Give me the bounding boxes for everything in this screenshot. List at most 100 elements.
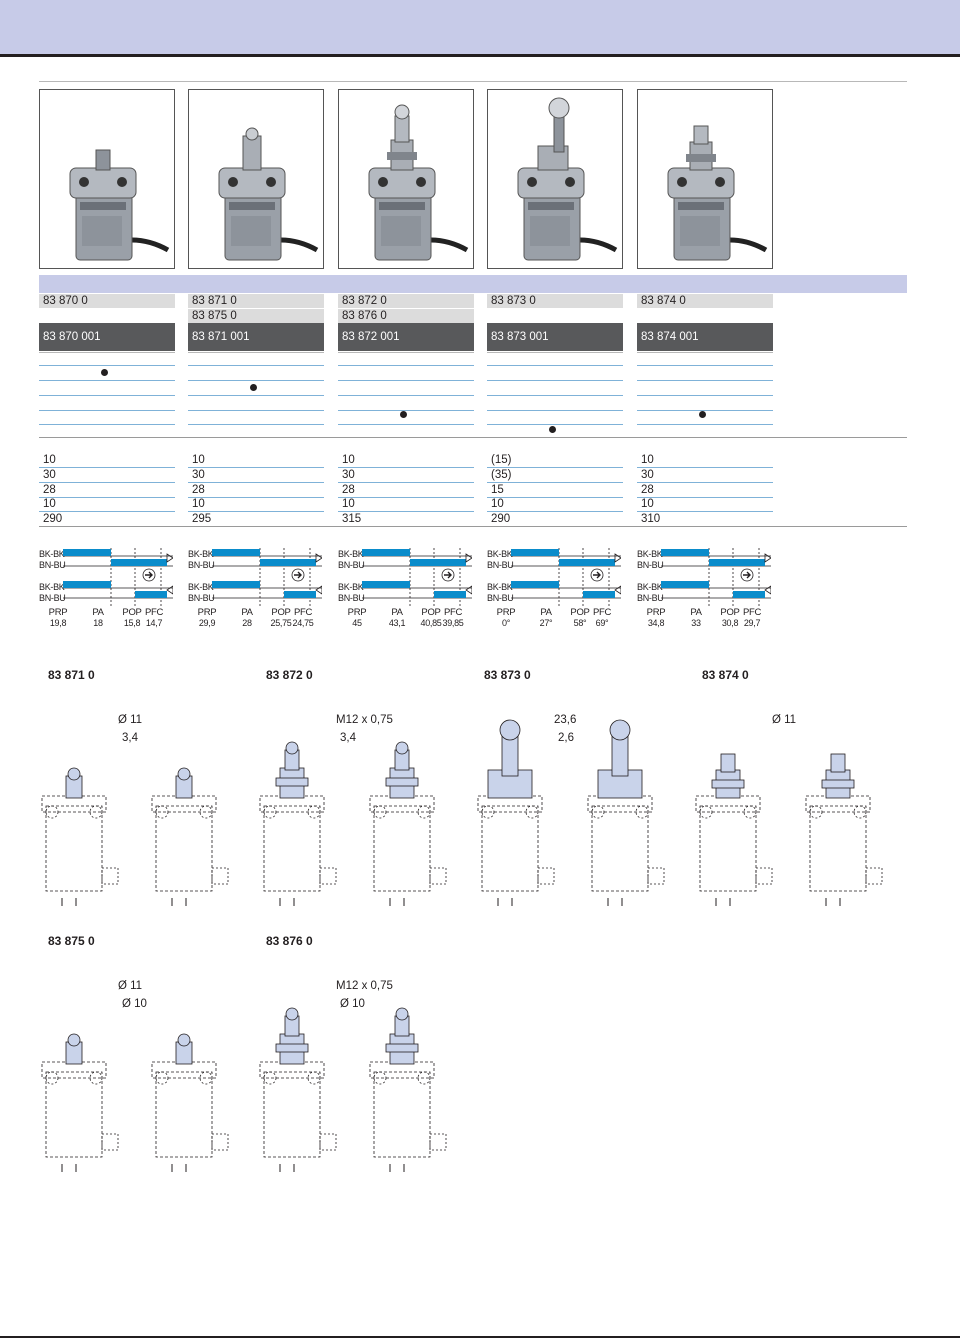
spec-value: 30	[43, 469, 56, 481]
point-value: 34,8	[647, 618, 665, 628]
contact-bar	[63, 549, 111, 556]
row-line	[39, 380, 175, 381]
no-triangle-icon	[166, 585, 173, 595]
row-rule	[487, 352, 623, 353]
contact-bar	[284, 591, 316, 598]
variant-number: 83 870 001	[39, 323, 175, 351]
spec-value: 28	[342, 484, 355, 496]
point-value: 30,8	[721, 618, 739, 628]
contact-bar	[362, 549, 410, 556]
row-line	[188, 380, 324, 381]
wire-label: BK-BK	[39, 582, 65, 592]
contact-bar	[661, 549, 709, 556]
switching-diagram	[362, 548, 472, 606]
switching-diagram	[63, 548, 173, 606]
row-line	[637, 511, 773, 512]
spec-value: 30	[192, 469, 205, 481]
header-band	[0, 0, 960, 57]
bottom-rule	[0, 1336, 960, 1338]
section-rule	[39, 526, 907, 527]
nc-triangle-icon	[465, 553, 472, 563]
dimension-label: 23,6	[554, 714, 577, 726]
point-value: 15,8	[123, 618, 141, 628]
row-line	[637, 424, 773, 425]
row-line	[188, 395, 324, 396]
row-line	[338, 467, 474, 468]
point-value: 0°	[501, 618, 510, 628]
row-line	[39, 467, 175, 468]
nc-triangle-icon	[614, 553, 621, 563]
point-value: 24,75	[292, 618, 314, 628]
no-triangle-icon	[764, 585, 771, 595]
row-line	[39, 482, 175, 483]
point-value: 45	[352, 618, 362, 628]
wire-label: BN-BU	[487, 593, 514, 603]
row-line	[338, 511, 474, 512]
arrow-glyph	[444, 571, 452, 579]
point-label: PFC	[293, 607, 313, 618]
article-number: 83 872 0	[338, 294, 474, 308]
point-value: 27°	[539, 618, 553, 628]
row-line	[487, 424, 623, 425]
point-label: PFC	[592, 607, 612, 618]
point-value: 39,85	[442, 618, 464, 628]
point-label: PRP	[197, 607, 217, 618]
point-value: 40,85	[420, 618, 442, 628]
row-line	[188, 467, 324, 468]
wire-label: BN-BU	[39, 593, 66, 603]
spec-value: 10	[342, 454, 355, 466]
point-label: PFC	[144, 607, 164, 618]
wire-label: BK-BK	[39, 549, 65, 559]
switching-diagram	[661, 548, 771, 606]
row-line	[39, 424, 175, 425]
wire-label: BK-BK	[338, 549, 364, 559]
contact-bar	[434, 591, 466, 598]
variant-number: 83 873 001	[487, 323, 623, 351]
switching-diagram	[511, 548, 621, 606]
contact-bar	[511, 581, 559, 588]
point-value: 19,8	[49, 618, 67, 628]
spec-value: 315	[342, 513, 362, 525]
selection-dot	[400, 411, 407, 418]
row-line	[338, 395, 474, 396]
point-label: POP	[122, 607, 142, 618]
spec-value: 28	[641, 484, 654, 496]
spec-value: 28	[43, 484, 56, 496]
point-label: PFC	[742, 607, 762, 618]
point-value: 18	[93, 618, 103, 628]
point-label: PA	[690, 607, 702, 618]
dimension-drawing	[259, 1007, 447, 1172]
selection-dot	[549, 426, 556, 433]
dimension-drawing	[41, 1033, 229, 1172]
arrow-glyph	[593, 571, 601, 579]
drawing-title: 83 873 0	[484, 668, 531, 682]
point-value: 58°	[573, 618, 587, 628]
wire-label: BN-BU	[637, 560, 664, 570]
point-value: 43,1	[388, 618, 406, 628]
variant-number: 83 874 001	[637, 323, 773, 351]
dimension-label: Ø 11	[118, 714, 143, 726]
wire-label: BN-BU	[39, 560, 66, 570]
dimension-label: M12 x 0,75	[336, 714, 393, 726]
selection-dot	[699, 411, 706, 418]
point-label: PA	[540, 607, 552, 618]
point-label: PRP	[48, 607, 68, 618]
switching-diagram	[212, 548, 322, 606]
dimension-label: 3,4	[122, 732, 138, 744]
row-line	[487, 511, 623, 512]
row-line	[188, 482, 324, 483]
point-label: POP	[570, 607, 590, 618]
row-line	[188, 511, 324, 512]
spec-value: 10	[491, 498, 504, 510]
contact-bar	[410, 559, 466, 566]
dimension-drawing	[477, 719, 665, 906]
row-line	[39, 395, 175, 396]
contact-bar	[559, 559, 615, 566]
dimension-drawing	[41, 767, 229, 906]
row-line	[39, 410, 175, 411]
drawing-title: 83 872 0	[266, 668, 313, 682]
wire-label: BN-BU	[188, 560, 215, 570]
variant-number: 83 872 001	[338, 323, 474, 351]
row-line	[338, 410, 474, 411]
row-line	[487, 482, 623, 483]
